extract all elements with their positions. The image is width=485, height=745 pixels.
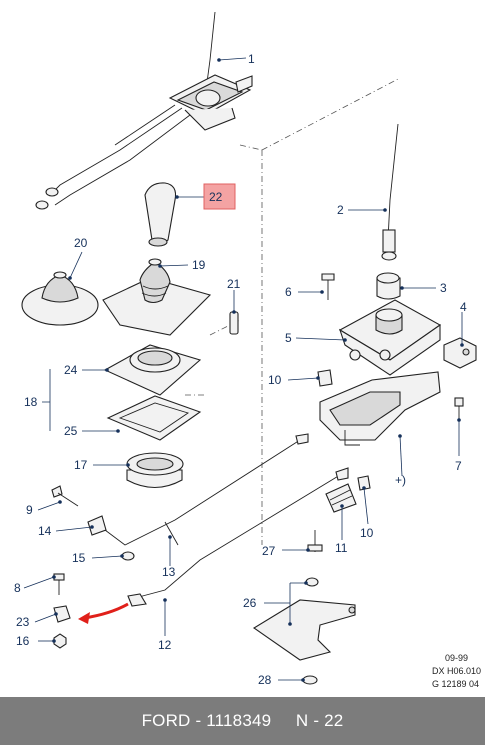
- clip-10-upper: [317, 369, 333, 387]
- callout-10-lower: 10: [360, 526, 374, 540]
- shift-rod-13: [104, 433, 309, 546]
- callout-26: 26: [243, 596, 257, 610]
- callout-3: 3: [440, 281, 447, 295]
- callout-14: 14: [38, 524, 52, 538]
- bolt-6: [321, 273, 335, 300]
- shift-rod-12: [127, 467, 349, 607]
- drawing-code: G 12189 04: [432, 679, 479, 689]
- callout-11: 11: [335, 541, 348, 555]
- footer-text: FORD - 1118349 N - 22: [141, 711, 344, 730]
- callout-21: 21: [227, 277, 241, 291]
- callout-28: 28: [258, 673, 272, 687]
- callout-1: 1: [248, 52, 255, 66]
- callout-27: 27: [262, 544, 276, 558]
- callout-25: 25: [64, 424, 78, 438]
- leader-lines: [23, 57, 463, 681]
- boot-11: [325, 483, 357, 513]
- frame-24: [103, 344, 202, 396]
- bush-15: [121, 551, 135, 561]
- gear-lever-housing: [338, 299, 442, 376]
- shift-mechanism-assembly: [35, 11, 253, 210]
- bracket-4: [443, 337, 477, 369]
- callout-6: 6: [285, 285, 292, 299]
- part-number-footer: FORD - 1118349 N - 22: [0, 697, 485, 745]
- callout-18: 18: [24, 395, 38, 409]
- gear-lever-gaiter: [102, 258, 212, 336]
- clip-10-lower: [357, 475, 371, 491]
- bush-14: [87, 515, 107, 536]
- boot-20: [21, 271, 99, 326]
- red-arrow: [83, 602, 129, 620]
- nut-16: [53, 633, 67, 649]
- assembly-outline: [185, 77, 401, 545]
- bracket-plate-26: [252, 577, 356, 661]
- callout-13: 13: [162, 565, 176, 579]
- seal-17: [126, 452, 184, 489]
- lower-housing: [319, 371, 441, 446]
- callout-8: 8: [14, 581, 21, 595]
- gasket-25: [106, 395, 202, 441]
- bolt-7: [454, 397, 464, 420]
- drawing-ref: DX H06.010: [432, 666, 481, 676]
- callout-20: 20: [74, 236, 88, 250]
- bolt-27: [307, 530, 323, 552]
- callout-17: 17: [74, 458, 88, 472]
- bush-28: [302, 675, 318, 685]
- callout-5: 5: [285, 331, 292, 345]
- callout-12: 12: [158, 638, 172, 652]
- gear-lever: [381, 123, 399, 261]
- callout-plus-note: +): [395, 473, 406, 487]
- callout-19: 19: [192, 258, 206, 272]
- lever-bush: [376, 272, 401, 300]
- leader-dots: [52, 58, 464, 682]
- parts-diagram: 1 2 3 4 5 6 7 8 9 10 10 11 12 13 14 15 1…: [14, 11, 481, 689]
- callout-16: 16: [16, 634, 30, 648]
- callout-23: 23: [16, 615, 30, 629]
- bolt-9: [51, 485, 79, 507]
- callout-2: 2: [337, 203, 344, 217]
- gear-knob: [144, 182, 177, 247]
- callout-22: 22: [209, 190, 223, 204]
- pin-21: [229, 311, 239, 335]
- callout-7: 7: [455, 459, 462, 473]
- callout-24: 24: [64, 363, 78, 377]
- callout-4: 4: [460, 300, 467, 314]
- callout-10-upper: 10: [268, 373, 282, 387]
- drawing-date: 09-99: [445, 653, 468, 663]
- callout-22-highlight: [203, 183, 236, 210]
- callout-15: 15: [72, 551, 86, 565]
- red-arrow-head: [78, 612, 90, 624]
- bush-23: [53, 605, 71, 623]
- callout-9: 9: [26, 503, 33, 517]
